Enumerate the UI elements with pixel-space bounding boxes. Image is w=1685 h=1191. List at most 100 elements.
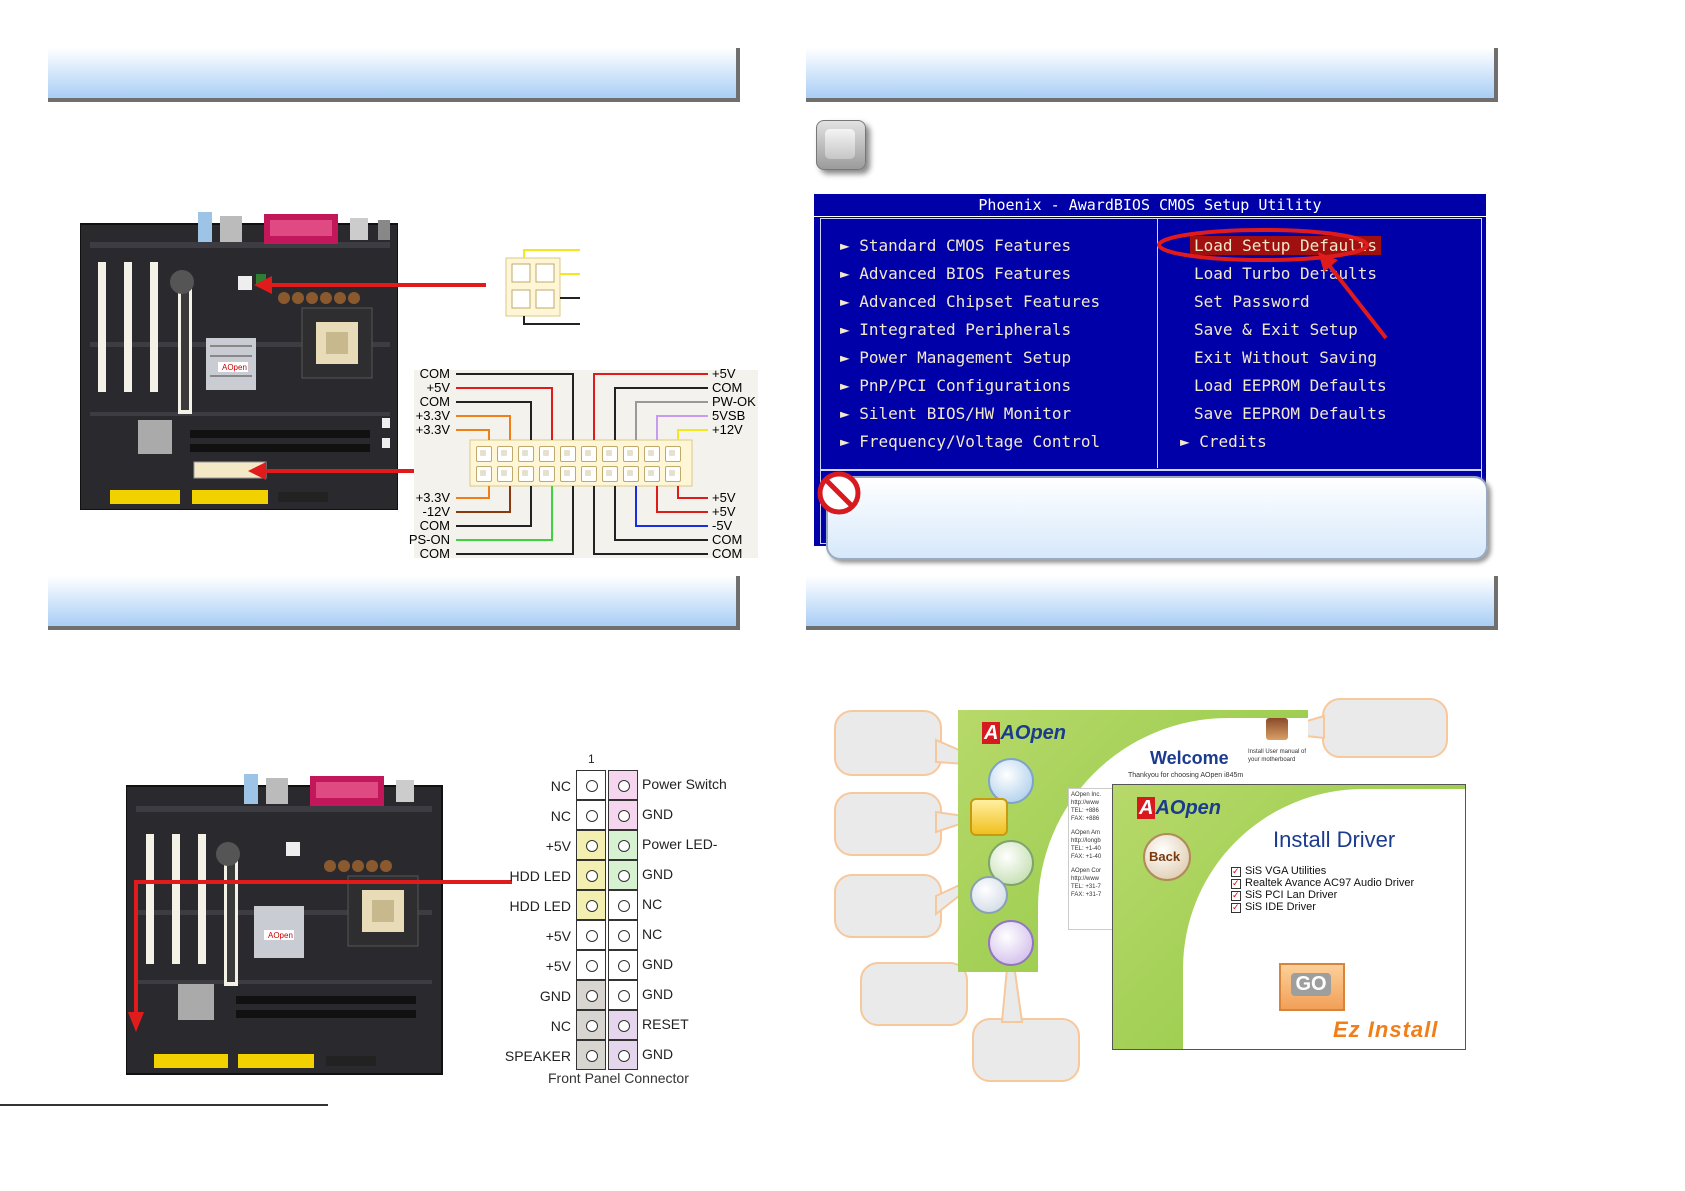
- front-panel-pin: [608, 920, 638, 950]
- atx-label-lb-0: +3.3V: [415, 490, 450, 505]
- atx-label-lt-1: +5V: [426, 380, 451, 395]
- bios-menu-item[interactable]: Save EEPROM Defaults: [1194, 404, 1387, 423]
- atx-pin: [539, 446, 555, 462]
- install-icon[interactable]: [988, 758, 1034, 804]
- atx-pin: [602, 466, 618, 482]
- front-panel-left-label: NC: [550, 778, 571, 794]
- front-panel-pin: [608, 860, 638, 890]
- callout-bubble: [1322, 698, 1448, 758]
- board-brand-label: AOpen: [268, 931, 293, 940]
- bios-item-label: Frequency/Voltage Control: [859, 432, 1101, 451]
- callout-bubble: [834, 710, 942, 776]
- atx-label-rb-0: +5V: [712, 490, 736, 505]
- atx-pin: [518, 446, 534, 462]
- front-panel-right-label: NC: [642, 896, 663, 912]
- info-line: AOpen Cor: [1071, 868, 1102, 874]
- atx-label-lt-0: COM: [419, 366, 450, 381]
- front-panel-pin: [576, 860, 606, 890]
- bios-menu-item[interactable]: ► Frequency/Voltage Control: [840, 432, 1101, 451]
- pin1-label: 1: [588, 752, 595, 766]
- driver-item[interactable]: ✓Realtek Avance AC97 Audio Driver: [1231, 877, 1415, 889]
- front-panel-pin: [608, 1040, 638, 1070]
- install-driver-title: Install Driver: [1273, 827, 1396, 852]
- board-brand-label: AOpen: [222, 363, 247, 372]
- front-panel-pin: [576, 1040, 606, 1070]
- front-panel-left-label: NC: [550, 1018, 571, 1034]
- front-panel-right-label: Power LED-: [642, 836, 718, 852]
- info-line: http://longb: [1071, 838, 1101, 844]
- bios-menu-item[interactable]: Set Password: [1194, 292, 1310, 311]
- arrow-to-12v-connector: [254, 276, 486, 294]
- front-panel-right-label: GND: [642, 986, 674, 1002]
- driver-item[interactable]: ✓SiS PCI Lan Driver: [1231, 889, 1338, 901]
- atx-label-rt-0: +5V: [712, 366, 736, 381]
- callout-bubble: [860, 962, 968, 1026]
- front-panel-left-label: +5V: [545, 928, 571, 944]
- info-line: http://www: [1071, 876, 1100, 882]
- warning-note-box: [826, 476, 1488, 560]
- atx-pin: [644, 466, 660, 482]
- bios-menu-item-selected[interactable]: Load Setup Defaults: [1190, 236, 1382, 255]
- bios-divider: [1157, 218, 1158, 468]
- front-panel-left-label: +5V: [545, 958, 571, 974]
- go-button[interactable]: GO: [1279, 963, 1345, 1011]
- info-line: FAX: +1-40: [1071, 854, 1102, 860]
- key-icon: [816, 120, 866, 170]
- welcome-title: Welcome: [1150, 748, 1229, 768]
- atx-pin: [476, 466, 492, 482]
- atx-pin: [623, 446, 639, 462]
- driver-item[interactable]: ✓SiS IDE Driver: [1231, 901, 1316, 913]
- atx-pin: [518, 466, 534, 482]
- front-panel-pin: [576, 830, 606, 860]
- bios-item-label: Advanced Chipset Features: [859, 292, 1101, 311]
- ez-install-logo: Ez Install: [1333, 1017, 1439, 1042]
- bios-item-label: Silent BIOS/HW Monitor: [859, 404, 1072, 423]
- bios-menu-item[interactable]: Exit Without Saving: [1194, 348, 1378, 367]
- atx-label-rt-4: +12V: [712, 422, 743, 437]
- bios-menu-item[interactable]: ► Credits: [1180, 432, 1267, 451]
- atx-pin: [497, 466, 513, 482]
- atx-label-lb-4: COM: [419, 546, 450, 561]
- bios-menu-item[interactable]: ► Advanced Chipset Features: [840, 292, 1101, 311]
- atx-12v-connector-diagram: [505, 249, 580, 325]
- info-line: http://www: [1071, 800, 1100, 806]
- info-line: FAX: +886: [1071, 816, 1100, 822]
- front-panel-left-label: NC: [550, 808, 571, 824]
- atx-pin: [644, 446, 660, 462]
- atx-wires: [456, 373, 708, 555]
- front-panel-pin: [608, 1010, 638, 1040]
- front-panel-right-label: GND: [642, 866, 674, 882]
- front-panel-right-label: GND: [642, 956, 674, 972]
- computer-icon[interactable]: [970, 876, 1008, 914]
- bios-menu-item[interactable]: ► Power Management Setup: [840, 348, 1072, 367]
- books-icon[interactable]: [988, 920, 1034, 966]
- front-panel-pin: [576, 950, 606, 980]
- manual-label: Install User manual of your motherboard: [1248, 749, 1307, 763]
- bios-frame: [820, 218, 1482, 470]
- front-panel-pin: [608, 830, 638, 860]
- bios-menu-item[interactable]: ► Silent BIOS/HW Monitor: [840, 404, 1072, 423]
- highlight-ellipse: [1157, 228, 1388, 340]
- bios-menu-item[interactable]: ► Advanced BIOS Features: [840, 264, 1072, 283]
- bios-menu-item[interactable]: Save & Exit Setup: [1194, 320, 1358, 339]
- bios-menu-item[interactable]: ► Integrated Peripherals: [840, 320, 1072, 339]
- section-header-top-left: [48, 48, 740, 102]
- atx-pin: [560, 446, 576, 462]
- atx-label-rt-1: COM: [712, 380, 743, 395]
- arrow-to-front-panel: [128, 880, 512, 1032]
- folder-icon[interactable]: [970, 798, 1008, 836]
- bios-menu-item[interactable]: ► PnP/PCI Configurations: [840, 376, 1072, 395]
- back-button[interactable]: Back: [1143, 833, 1191, 881]
- bios-menu-item[interactable]: Load EEPROM Defaults: [1194, 376, 1387, 395]
- atx-label-rb-3: COM: [712, 532, 743, 547]
- atx-pin: [476, 446, 492, 462]
- bios-menu-item[interactable]: ► Standard CMOS Features: [840, 236, 1072, 255]
- front-panel-pin: [576, 1010, 606, 1040]
- book-icon[interactable]: [1266, 718, 1288, 740]
- front-panel-pin: [576, 980, 606, 1010]
- driver-label: SiS VGA Utilities: [1245, 865, 1327, 877]
- driver-item[interactable]: ✓SiS VGA Utilities: [1231, 865, 1327, 877]
- info-line: TEL: +886: [1071, 808, 1099, 814]
